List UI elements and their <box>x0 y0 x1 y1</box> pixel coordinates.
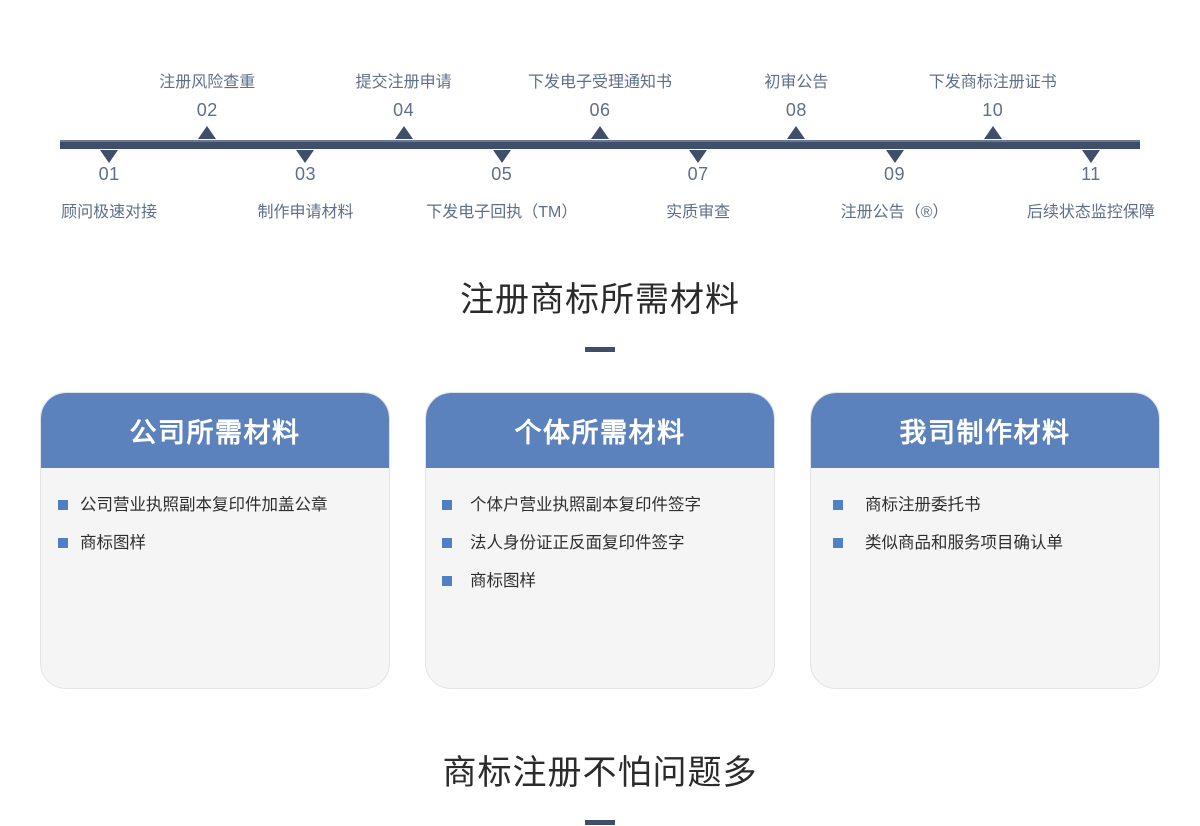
triangle-down-icon <box>1081 150 1100 163</box>
timeline-step-number: 03 <box>294 164 316 184</box>
bullet-square-icon <box>442 537 452 548</box>
material-card: 公司所需材料公司营业执照副本复印件加盖公章商标图样 <box>40 392 390 689</box>
list-item: 商标注册委托书 <box>811 494 1159 518</box>
triangle-up-icon <box>591 126 609 139</box>
timeline-step-number: 10 <box>982 100 1004 120</box>
timeline-step-number: 02 <box>196 100 218 120</box>
material-card-body: 个体户营业执照副本复印件签字法人身份证正反面复印件签字商标图样 <box>426 468 774 688</box>
bottom-section-heading: 商标注册不怕问题多 <box>0 745 1200 825</box>
triangle-up-icon <box>198 126 217 139</box>
material-requirement-list: 个体户营业执照副本复印件签字法人身份证正反面复印件签字商标图样 <box>426 494 774 594</box>
timeline-step-label: 提交注册申请 <box>355 74 452 91</box>
materials-section-heading: 注册商标所需材料 <box>0 272 1200 352</box>
material-card-title: 我司制作材料 <box>899 418 1071 448</box>
list-item-label: 商标图样 <box>80 533 146 552</box>
timeline-step-number: 06 <box>589 100 611 120</box>
list-item-label: 个体户营业执照副本复印件签字 <box>470 496 701 514</box>
page-title: 注册商标所需材料 <box>460 281 740 319</box>
timeline-step-label: 顾问极速对接 <box>61 204 158 221</box>
bullet-square-icon <box>58 537 68 548</box>
triangle-up-icon <box>787 126 806 139</box>
timeline-step-number: 09 <box>884 164 906 184</box>
timeline-axis-bar <box>60 140 1140 149</box>
list-item-label: 商标图样 <box>470 571 536 590</box>
registration-process-timeline: 顾问极速对接 01 注册风险查重 02 制作申请材料 03 提交注册申请 04 下发电子回执（T… <box>0 0 1200 240</box>
list-item: 类似商品和服务项目确认单 <box>811 532 1159 556</box>
material-card-header: 个体所需材料 <box>426 393 774 468</box>
triangle-down-icon <box>296 150 315 163</box>
list-item: 法人身份证正反面复印件签字 <box>426 532 774 556</box>
material-requirement-list: 商标注册委托书类似商品和服务项目确认单 <box>811 494 1159 556</box>
list-item: 公司营业执照副本复印件加盖公章 <box>41 494 389 518</box>
timeline-step-label: 下发商标注册证书 <box>928 74 1057 91</box>
triangle-down-icon <box>689 150 708 163</box>
bullet-square-icon <box>442 575 452 586</box>
bottom-page-title: 商标注册不怕问题多 <box>442 754 758 792</box>
triangle-up-icon <box>394 126 413 139</box>
material-card-title: 公司所需材料 <box>129 418 301 448</box>
timeline-step-number: 04 <box>393 100 415 120</box>
timeline-step-number: 07 <box>687 164 709 184</box>
bottom-title-divider-dash <box>585 820 615 825</box>
material-card: 个体所需材料个体户营业执照副本复印件签字法人身份证正反面复印件签字商标图样 <box>425 392 775 689</box>
list-item: 个体户营业执照副本复印件签字 <box>426 494 774 518</box>
triangle-down-icon <box>885 150 904 163</box>
timeline-step-label: 实质审查 <box>666 204 731 221</box>
list-item-label: 商标注册委托书 <box>865 496 981 514</box>
bullet-square-icon <box>833 537 843 548</box>
bullet-square-icon <box>442 500 452 510</box>
material-card-body: 商标注册委托书类似商品和服务项目确认单 <box>811 468 1159 688</box>
list-item: 商标图样 <box>41 532 389 556</box>
triangle-down-icon <box>492 150 511 163</box>
materials-card-list: 公司所需材料公司营业执照副本复印件加盖公章商标图样个体所需材料个体户营业执照副本… <box>40 392 1160 689</box>
timeline-step-number: 05 <box>491 164 513 184</box>
list-item-label: 公司营业执照副本复印件加盖公章 <box>80 496 328 514</box>
material-requirement-list: 公司营业执照副本复印件加盖公章商标图样 <box>41 494 389 556</box>
material-card-body: 公司营业执照副本复印件加盖公章商标图样 <box>41 468 389 688</box>
list-item-label: 法人身份证正反面复印件签字 <box>470 533 685 552</box>
timeline-step-label: 下发电子受理通知书 <box>527 74 672 91</box>
timeline-step-label: 下发电子回执（TM） <box>426 204 578 221</box>
timeline-step-label: 后续状态监控保障 <box>1026 204 1155 221</box>
triangle-up-icon <box>983 126 1002 139</box>
timeline-step-label: 注册风险查重 <box>159 74 256 91</box>
title-divider-dash <box>585 347 615 352</box>
timeline-step-number: 08 <box>785 100 807 120</box>
timeline-step-label: 注册公告（®） <box>840 204 949 221</box>
timeline-step-number: 11 <box>1081 164 1101 184</box>
material-card: 我司制作材料商标注册委托书类似商品和服务项目确认单 <box>810 392 1160 689</box>
timeline-step-number: 01 <box>98 164 120 184</box>
material-card-title: 个体所需材料 <box>514 418 686 448</box>
material-card-header: 我司制作材料 <box>811 393 1159 468</box>
list-item-label: 类似商品和服务项目确认单 <box>865 533 1063 552</box>
timeline-step-label: 制作申请材料 <box>257 204 354 221</box>
material-card-header: 公司所需材料 <box>41 393 389 468</box>
timeline-step-label: 初审公告 <box>764 74 829 91</box>
triangle-down-icon <box>100 150 119 163</box>
list-item: 商标图样 <box>426 570 774 594</box>
bullet-square-icon <box>833 500 843 510</box>
bullet-square-icon <box>58 500 68 510</box>
